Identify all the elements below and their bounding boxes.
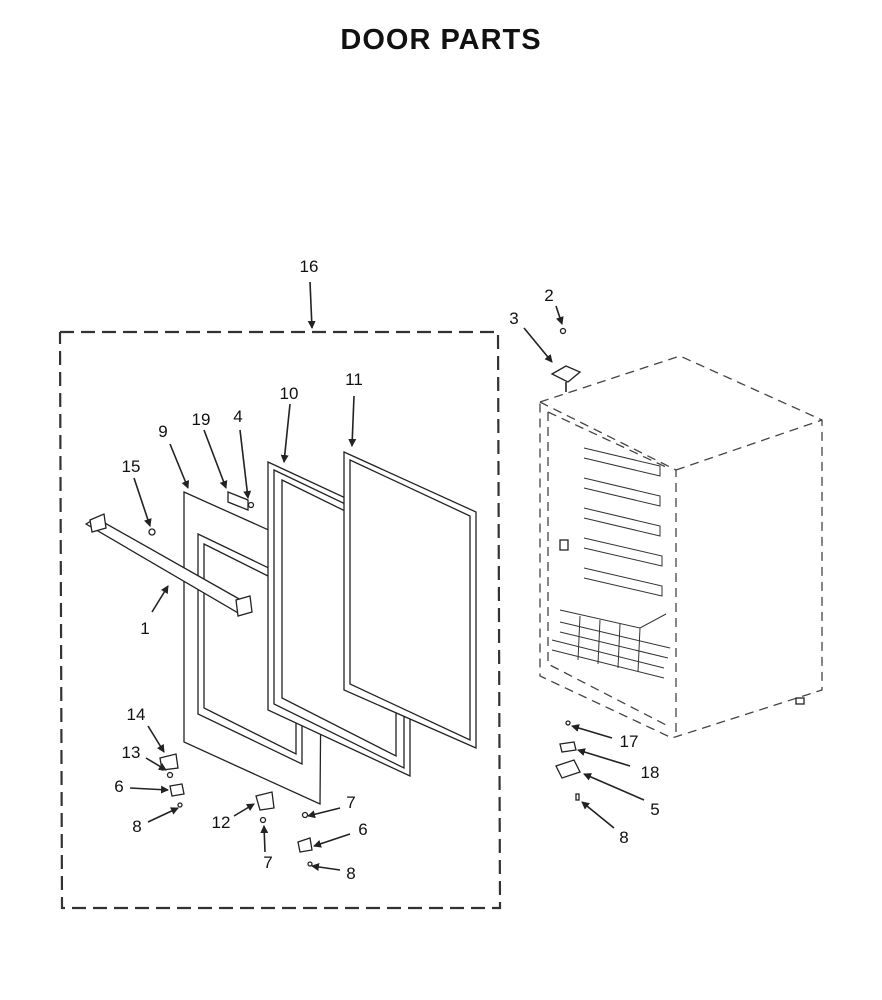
callout-8b: 8 (346, 864, 355, 883)
callout-3: 3 (509, 309, 518, 328)
leader-lines (129, 281, 645, 871)
callout-16: 16 (300, 257, 319, 276)
hinge-pin-6b (297, 837, 313, 853)
hinge-screw (559, 327, 567, 335)
callout-4: 4 (233, 407, 242, 426)
washer-8a (177, 802, 183, 808)
callout-15: 15 (122, 457, 141, 476)
washer-8b (307, 861, 313, 867)
washer-8c (575, 793, 580, 801)
callout-9: 9 (158, 422, 167, 441)
door-assembly-boundary (58, 330, 502, 910)
callout-7b: 7 (346, 793, 355, 812)
hinge-pin-6a (169, 783, 185, 797)
callout-1: 1 (140, 619, 149, 638)
screw-7a (259, 816, 267, 824)
callout-11: 11 (345, 370, 363, 389)
screw-7b (301, 811, 309, 819)
pin-18 (559, 741, 577, 753)
callout-10: 10 (280, 384, 299, 403)
callout-14: 14 (127, 705, 146, 724)
callout-18: 18 (641, 763, 660, 782)
callout-12: 12 (212, 813, 231, 832)
top-hinge (550, 365, 582, 392)
callout-13: 13 (122, 743, 141, 762)
screw-13 (166, 771, 174, 779)
cabinet (539, 355, 823, 739)
callout-6a: 6 (114, 777, 123, 796)
door-handle (84, 513, 253, 617)
bottom-hinge-5 (555, 759, 581, 779)
callout-labels: 16 2 3 4 10 11 9 19 15 1 14 13 6 8 12 7 … (114, 257, 659, 883)
callout-6b: 6 (358, 820, 367, 839)
callout-8c: 8 (619, 828, 628, 847)
screw-4 (247, 501, 255, 509)
callout-17: 17 (620, 732, 639, 751)
callout-19: 19 (192, 410, 211, 429)
bracket-12 (255, 791, 275, 811)
callout-8a: 8 (132, 817, 141, 836)
screw-15 (148, 528, 156, 536)
callout-7a: 7 (263, 853, 272, 872)
callout-5: 5 (650, 800, 659, 819)
callout-2: 2 (544, 286, 553, 305)
screw-17 (565, 720, 571, 726)
glass-gasket (343, 450, 477, 749)
page-title: DOOR PARTS (340, 24, 542, 56)
